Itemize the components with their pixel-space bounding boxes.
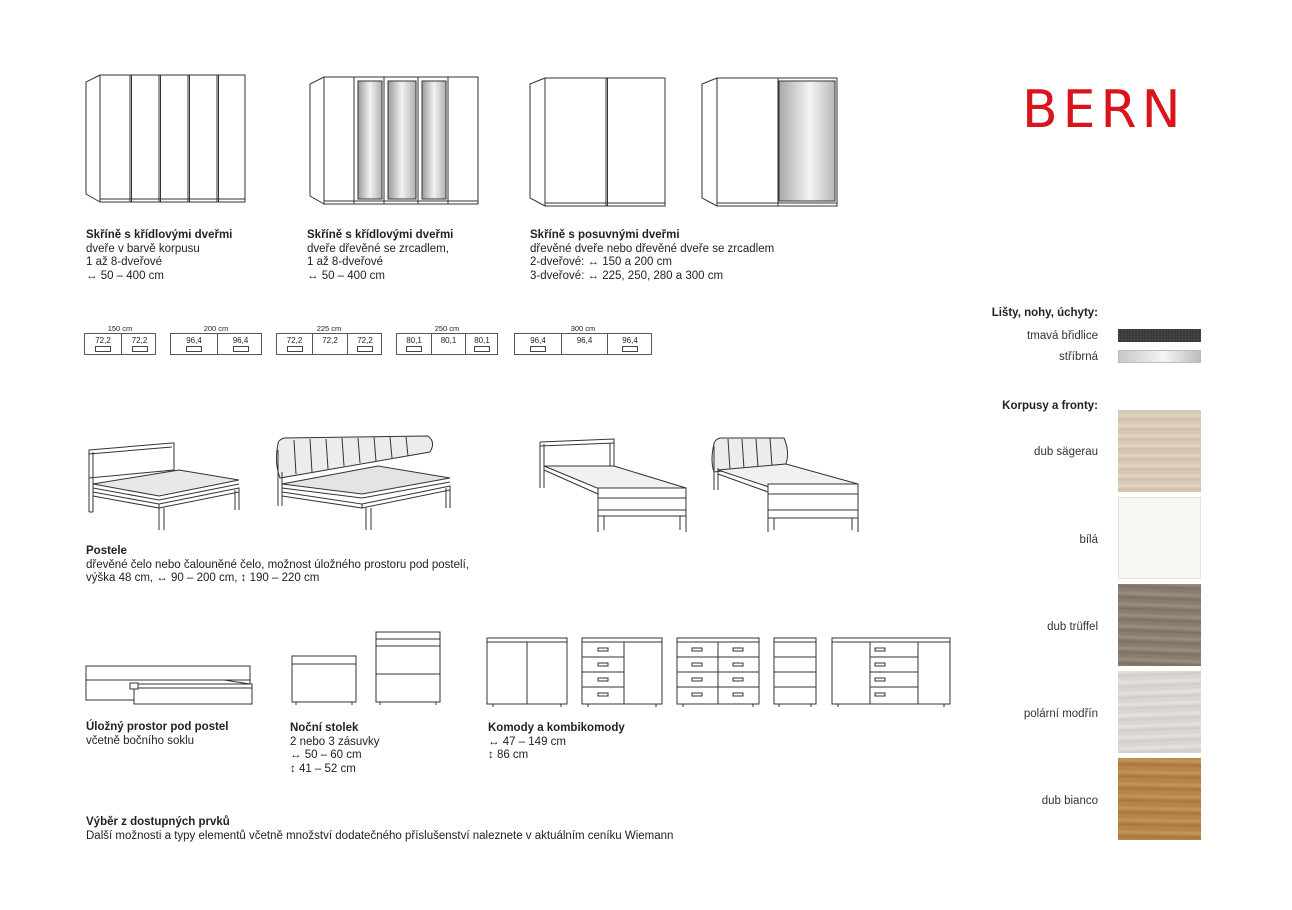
module-200: 200 cm 96,4 96,4	[170, 324, 262, 360]
caption-title: Úložný prostor pod postel	[86, 721, 229, 733]
finish-swatch-dub-bianco[interactable]	[1118, 758, 1201, 840]
caption-title: Skříně s křídlovými dveřmi	[86, 229, 233, 241]
finish-swatch-polarni-modrin[interactable]	[1118, 671, 1201, 753]
bed-single-upholstered-drawing	[711, 437, 859, 532]
handle-icon	[131, 346, 148, 352]
wardrobe-hinged-drawing	[85, 74, 246, 203]
trim-swatch-dark-slate[interactable]	[1118, 329, 1201, 342]
trims-heading: Lišty, nohy, úchyty:	[991, 307, 1098, 319]
module-cell: 96,4	[186, 336, 202, 345]
module-cell: 72,2	[131, 336, 148, 345]
handle-icon	[95, 346, 111, 352]
handle-icon	[474, 346, 490, 352]
caption-line: dveře dřevěné se zrcadlem,	[307, 242, 449, 255]
finish-label: dub sägerau	[1034, 446, 1098, 458]
caption-line: ↔ 50 – 60 cm	[290, 749, 362, 762]
module-cell: 80,1	[440, 336, 457, 345]
footer-note: Výběr z dostupných prvků Další možnosti …	[86, 816, 673, 843]
finish-label: polární modřín	[1023, 708, 1098, 720]
module-150: 150 cm 72,2 72,2	[84, 324, 156, 360]
caption-line: 3-dveřové: ↔ 225, 250, 280 a 300 cm	[530, 269, 724, 282]
wardrobe-sliding-drawing	[529, 77, 666, 207]
module-width: 200 cm	[203, 324, 229, 333]
wardrobe-hinged-mirror-caption: Skříně s křídlovými dveřmi dveře dřevěné…	[307, 229, 453, 283]
wardrobe-hinged-mirror-drawing	[309, 76, 479, 205]
module-300: 300 cm 96,4 96,4 96,4	[514, 324, 652, 360]
module-cell: 80,1	[474, 336, 490, 345]
trim-swatch-silver[interactable]	[1118, 350, 1201, 363]
module-cell: 96,4	[232, 336, 249, 345]
caption-line: 2 nebo 3 zásuvky	[290, 735, 380, 748]
caption-line: ↔ 47 – 149 cm	[488, 735, 566, 748]
caption-title: Noční stolek	[290, 722, 359, 734]
bed-double-upholstered-drawing	[275, 435, 451, 530]
handle-icon	[530, 346, 546, 352]
handle-icon	[186, 346, 202, 352]
module-cell: 72,2	[286, 336, 303, 345]
wardrobe-hinged-caption: Skříně s křídlovými dveřmi dveře v barvě…	[86, 229, 232, 283]
module-cell: 72,2	[357, 336, 373, 345]
bed-double-wood-drawing	[88, 442, 240, 530]
handle-icon	[622, 346, 638, 352]
caption-title: Skříně s posuvnými dveřmi	[530, 229, 680, 241]
caption-line: 2-dveřové: ↔ 150 a 200 cm	[530, 256, 672, 269]
module-width: 225 cm	[316, 324, 342, 333]
module-cell: 72,2	[95, 336, 111, 345]
module-250: 250 cm 80,1 80,1 80,1	[396, 324, 498, 360]
caption-line: dřevěné čelo nebo čalouněné čelo, možnos…	[86, 558, 469, 571]
handle-icon	[406, 346, 422, 352]
caption-line: dřevěné dveře nebo dřevěné dveře se zrca…	[530, 242, 775, 255]
wardrobe-sliding-caption: Skříně s posuvnými dveřmi dřevěné dveře …	[530, 229, 774, 283]
caption-line: včetně bočního soklu	[86, 734, 195, 747]
module-width: 250 cm	[434, 324, 460, 333]
caption-line: ↕ 41 – 52 cm	[290, 762, 356, 775]
finish-label: dub bianco	[1041, 795, 1098, 807]
handle-icon	[232, 346, 249, 352]
finishes-heading: Korpusy a fronty:	[1002, 400, 1098, 412]
module-cell: 72,2	[322, 336, 338, 345]
wardrobe-sliding-mirror-drawing	[701, 77, 838, 207]
module-cell: 96,4	[622, 336, 638, 345]
caption-line: dveře v barvě korpusu	[86, 242, 200, 255]
module-cell: 96,4	[576, 336, 593, 345]
caption-line: výška 48 cm, ↔ 90 – 200 cm, ↕ 190 – 220 …	[86, 572, 320, 585]
dressers-drawing	[486, 637, 951, 707]
brand-logo-text: BERN	[1022, 80, 1186, 140]
module-cell: 80,1	[406, 336, 422, 345]
caption-title: Postele	[86, 545, 127, 557]
caption-title: Skříně s křídlovými dveřmi	[307, 229, 454, 241]
trim-label: tmavá břidlice	[1027, 330, 1098, 342]
finish-label: dub trüffel	[1047, 621, 1098, 633]
dressers-caption: Komody a kombikomody ↔ 47 – 149 cm ↕ 86 …	[488, 722, 625, 763]
footer-text: Další možnosti a typy elementů včetně mn…	[86, 829, 674, 842]
finish-swatch-dub-truffel[interactable]	[1118, 584, 1201, 666]
nightstand-drawing	[291, 631, 441, 705]
nightstand-caption: Noční stolek 2 nebo 3 zásuvky ↔ 50 – 60 …	[290, 722, 380, 776]
footer-title: Výběr z dostupných prvků	[86, 816, 230, 828]
handle-icon	[357, 346, 373, 352]
module-cell: 96,4	[530, 336, 546, 345]
module-width: 150 cm	[107, 324, 133, 333]
storage-caption: Úložný prostor pod postel včetně bočního…	[86, 721, 228, 748]
module-225: 225 cm 72,2 72,2 72,2	[276, 324, 382, 360]
caption-title: Komody a kombikomody	[488, 722, 625, 734]
bed-single-wood-drawing	[539, 438, 687, 532]
finish-swatch-bila[interactable]	[1118, 497, 1201, 579]
caption-line: ↔ 50 – 400 cm	[86, 269, 164, 282]
caption-line: 1 až 8-dveřové	[307, 256, 384, 269]
beds-caption: Postele dřevěné čelo nebo čalouněné čelo…	[86, 545, 469, 586]
caption-line: ↔ 50 – 400 cm	[307, 269, 385, 282]
trim-label: stříbrná	[1059, 351, 1098, 363]
handle-icon	[286, 346, 303, 352]
module-width: 300 cm	[570, 324, 596, 333]
caption-line: 1 až 8-dveřové	[86, 256, 163, 269]
caption-line: ↕ 86 cm	[488, 749, 529, 762]
finish-swatch-dub-sagerau[interactable]	[1118, 410, 1201, 492]
underbed-storage-drawing	[85, 665, 253, 705]
finish-label: bílá	[1079, 534, 1098, 546]
